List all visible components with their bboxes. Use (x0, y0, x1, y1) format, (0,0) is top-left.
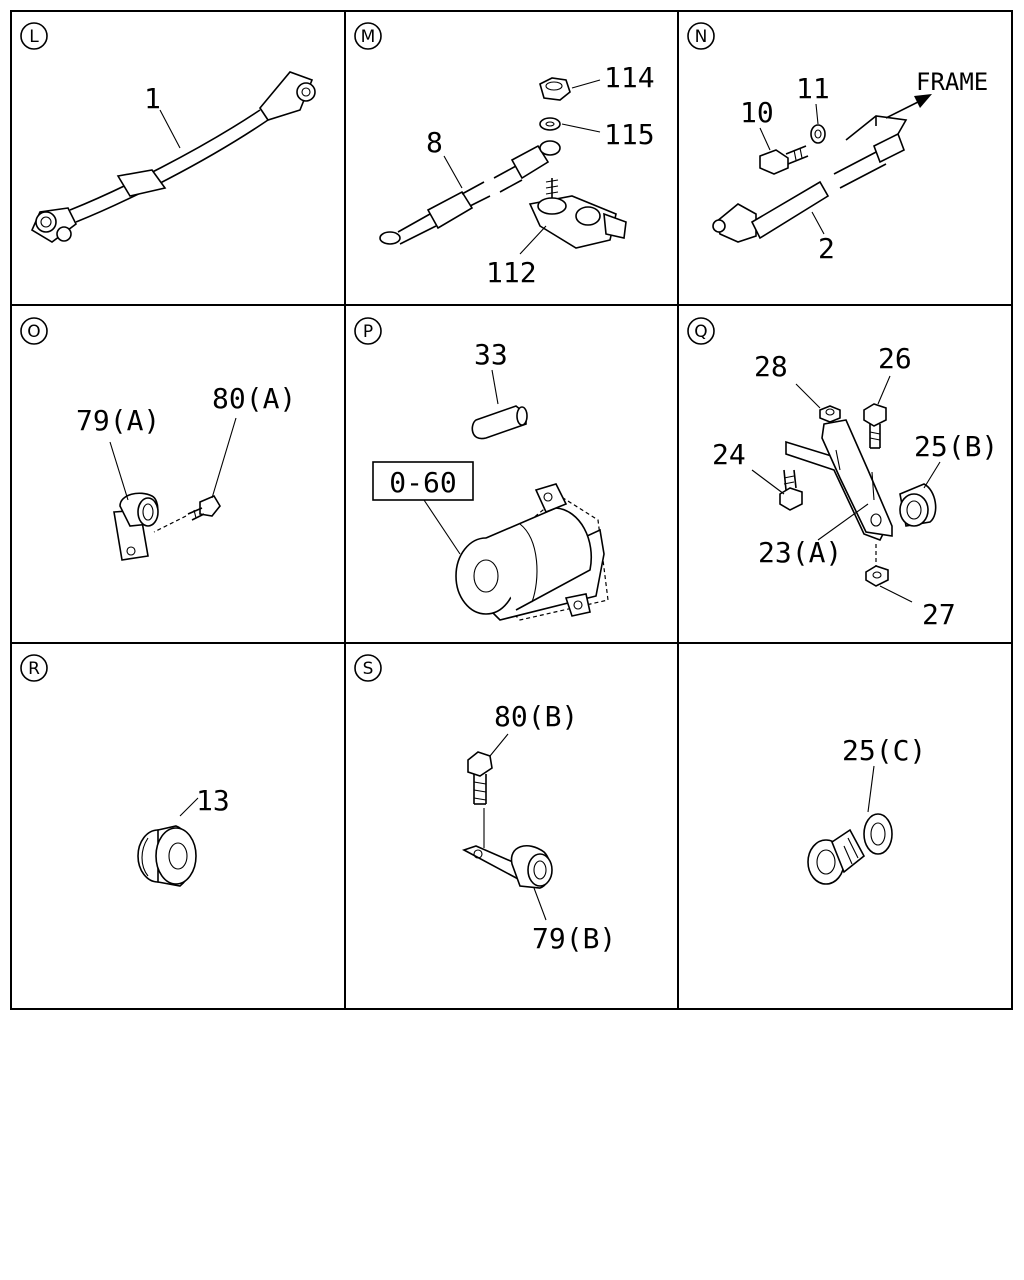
callout-79a: 79(A) (76, 404, 160, 437)
nut-part (865, 565, 889, 587)
leader-line (867, 765, 875, 813)
bracket-part (785, 419, 893, 542)
ref-box-label: 0-60 (389, 466, 456, 499)
callout-23a: 23(A) (758, 536, 842, 569)
leader-line (533, 887, 547, 921)
diagram-frame (10, 10, 1013, 1010)
callout-1: 1 (144, 82, 161, 115)
leader-line (751, 469, 785, 495)
leader-line (159, 109, 181, 149)
callout-2: 2 (818, 232, 835, 265)
battery-cable-part (30, 71, 316, 243)
callout-8: 8 (426, 126, 443, 159)
panel-l-letter: L (20, 22, 48, 50)
panel-n-letter: N (687, 22, 715, 50)
leader-line (519, 225, 547, 255)
cap-part (471, 405, 528, 440)
ref-box (372, 461, 474, 501)
leader-line (759, 127, 771, 151)
svg-text:L: L (29, 27, 39, 47)
panel-s-letter: S (354, 654, 382, 682)
callout-80b: 80(B) (494, 700, 578, 733)
cable-clamp-part (807, 813, 893, 885)
svg-text:O: O (27, 322, 40, 342)
leader-line (443, 155, 463, 189)
callout-33: 33 (474, 338, 508, 371)
terminal-clamp-part (528, 178, 627, 249)
leader-line (923, 461, 941, 489)
leader-line (153, 515, 187, 533)
frame-arrow-icon (885, 94, 932, 119)
cable-clip-part (113, 492, 159, 561)
starter-motor-part (455, 483, 609, 621)
cable-clamp-part (899, 483, 937, 527)
leader-line (811, 211, 825, 235)
leader-line (795, 383, 821, 409)
leader-line (179, 797, 199, 817)
leader-line (877, 375, 891, 405)
clip-bolt-part (187, 494, 221, 521)
leader-line (489, 733, 509, 757)
callout-26: 26 (878, 342, 912, 375)
bolt-part (779, 469, 803, 511)
washer-part (539, 117, 561, 131)
callout-24: 24 (712, 438, 746, 471)
frame-label: FRAME (916, 68, 988, 96)
callout-10: 10 (740, 96, 774, 129)
leader-line (491, 369, 499, 405)
callout-28: 28 (754, 350, 788, 383)
negative-cable-part (712, 115, 908, 243)
bolt-part (863, 403, 887, 449)
leader-line (561, 123, 601, 133)
cable-clip-part (461, 844, 553, 889)
callout-115: 115 (604, 118, 655, 151)
callout-80a: 80(A) (212, 382, 296, 415)
callout-25b: 25(B) (914, 430, 998, 463)
leader-line (211, 417, 237, 499)
washer-part (810, 124, 826, 144)
leader-line (571, 79, 601, 89)
callout-11: 11 (796, 72, 830, 105)
clip-bolt-part (467, 751, 493, 805)
leader-line (879, 585, 913, 603)
panel-o-letter: O (20, 317, 48, 345)
svg-text:P: P (363, 322, 373, 342)
panel-q-letter: Q (687, 317, 715, 345)
svg-text:R: R (28, 659, 40, 679)
panel-r-letter: R (20, 654, 48, 682)
callout-25c: 25(C) (842, 734, 926, 767)
svg-text:M: M (361, 27, 376, 47)
svg-text:S: S (363, 659, 374, 679)
panel-p-letter: P (354, 317, 382, 345)
callout-27: 27 (922, 598, 956, 631)
nut-part (539, 77, 571, 101)
positive-cable-part (379, 140, 561, 245)
leader-line (817, 503, 869, 541)
svg-text:Q: Q (694, 322, 707, 342)
svg-text:N: N (695, 27, 708, 47)
callout-112: 112 (486, 256, 537, 289)
panel-m-letter: M (354, 22, 382, 50)
callout-79b: 79(B) (532, 922, 616, 955)
callout-114: 114 (604, 61, 655, 94)
nut-part (819, 405, 841, 423)
leader-line (815, 103, 819, 125)
leader-line (423, 499, 461, 555)
grommet-part (137, 825, 197, 887)
callout-13: 13 (196, 784, 230, 817)
bolt-part (759, 145, 809, 175)
leader-line (109, 441, 129, 501)
